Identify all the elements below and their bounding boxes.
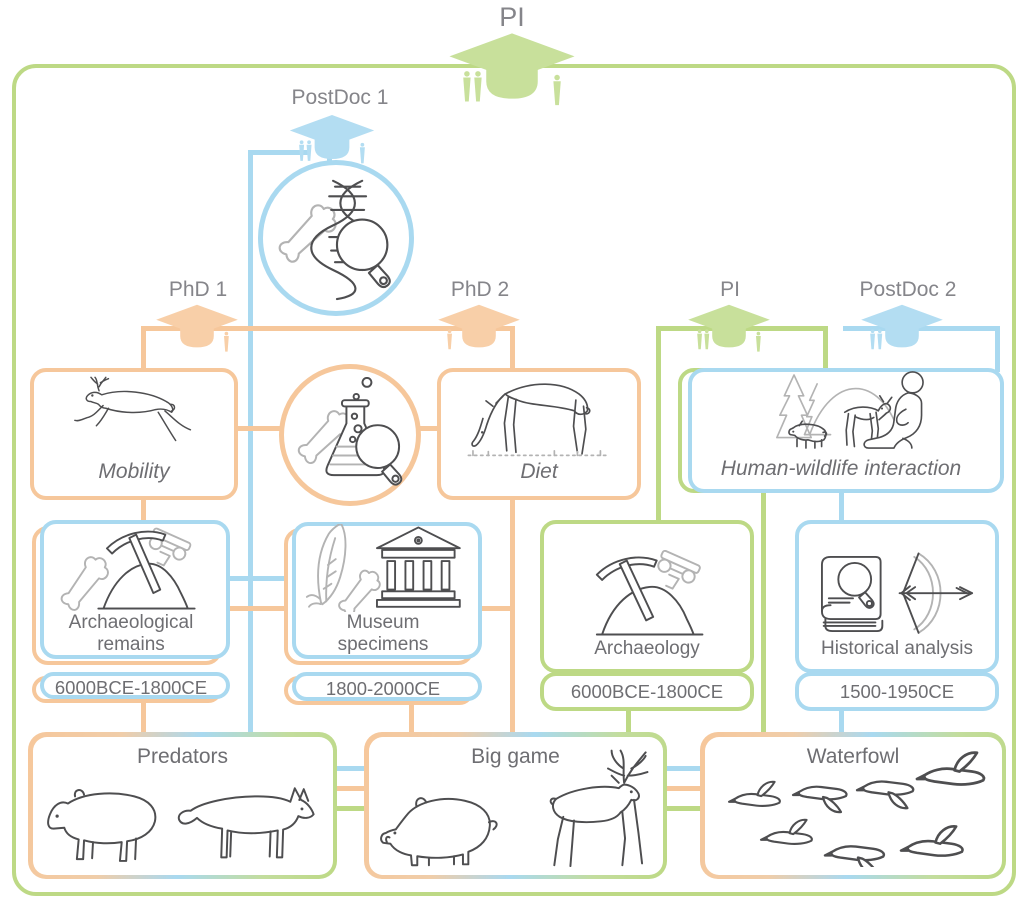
kneeling-person-deer-boar-icon [776, 371, 924, 449]
pickaxe-mound-icon [595, 549, 704, 636]
phd1-label: PhD 1 [168, 278, 228, 301]
historical-analysis-box: Historical analysis [795, 520, 999, 673]
book-magnifier-bow-arrow-icon [820, 552, 974, 634]
connector-hw-historical [839, 490, 844, 524]
postdoc2-label: PostDoc 2 [859, 278, 957, 301]
connector-postdoc1-vertical [248, 150, 253, 734]
archaeological-remains-period: 6000BCE-1800CE [54, 676, 208, 698]
archaeological-remains-period-box: 6000BCE-1800CE [32, 672, 230, 703]
phd1-graduation-cap-icon [156, 304, 238, 352]
connector-biggame-waterfowl-orange [654, 786, 704, 791]
pi-right-graduation-cap-icon [688, 304, 770, 352]
pi-top-label: PI [499, 2, 525, 32]
bone-dna-magnifier-icon [278, 179, 391, 301]
historical-analysis-period: 1500-1950CE [839, 680, 955, 702]
postdoc1-label: PostDoc 1 [291, 86, 389, 109]
connector-phd-horizontal [141, 326, 515, 331]
connector-postdoc2-horizontal [843, 326, 1000, 331]
predators-label: Predators [136, 744, 229, 768]
diet-label: Diet [520, 460, 558, 483]
connector-phd2-diet [510, 326, 515, 372]
predators-box: Predators [28, 732, 337, 879]
connector-biggame-waterfowl-green [654, 806, 704, 811]
historical-analysis-label: Historical analysis [820, 637, 974, 659]
connector-biggame-waterfowl-blue [654, 766, 704, 771]
archaeological-remains-label: Archaeological remains [68, 612, 194, 655]
connector-pi-archaeology [656, 326, 661, 522]
connector-postdoc1-horizontal [248, 150, 310, 155]
museum-specimens-label: Museum specimens [337, 612, 429, 655]
connector-archaeology-biggame [626, 700, 631, 736]
archaeology-period-box: 6000BCE-1800CE [540, 672, 754, 711]
connector-pi-hw [823, 326, 828, 372]
waterfowl-label: Waterfowl [806, 744, 900, 768]
diet-box: Diet [437, 368, 641, 500]
connector-remains-museum-blue [228, 576, 286, 581]
connector-phd1-mobility [141, 326, 146, 372]
connector-postdoc2-right-drop [995, 326, 1000, 372]
connector-mobility-method [226, 426, 284, 431]
postdoc1-method-circle [258, 160, 414, 316]
pi-top-graduation-cap-icon [449, 33, 575, 106]
connector-mobility-remains [141, 488, 146, 524]
bear-and-wolf-icon [46, 786, 315, 862]
feather-bone-museum-icon [305, 524, 461, 613]
bone-pickaxe-mound-icon [60, 528, 196, 612]
leaping-deer-icon [74, 376, 192, 442]
phd-method-circle [279, 364, 421, 506]
museum-specimens-period-box: 1800-2000CE [284, 672, 482, 705]
archaeology-box: Archaeology [540, 520, 754, 673]
grazing-deer-icon [467, 383, 611, 457]
flying-geese-flock-icon [727, 750, 985, 867]
waterfowl-box: Waterfowl [700, 732, 1006, 879]
connector-predators-biggame-orange [324, 786, 364, 791]
boar-and-red-deer-icon [379, 749, 648, 867]
historical-analysis-period-box: 1500-1950CE [795, 672, 999, 711]
phd2-graduation-cap-icon [438, 304, 520, 350]
museum-specimens-box: Museum specimens [284, 522, 482, 665]
connector-method-diet [406, 426, 439, 431]
postdoc1-graduation-cap-icon [289, 114, 375, 164]
connector-museum-diet-branch [480, 606, 513, 611]
human-wildlife-label: Human-wildlife interaction [720, 457, 962, 480]
connector-historical-waterfowl [839, 700, 844, 734]
mobility-label: Mobility [98, 460, 170, 483]
archaeological-remains-box: Archaeological remains [32, 520, 230, 665]
pi-right-label: PI [720, 278, 740, 301]
archaeology-period: 6000BCE-1800CE [570, 680, 724, 702]
museum-specimens-period: 1800-2000CE [325, 677, 441, 699]
connector-predators-biggame-blue [324, 766, 364, 771]
connector-remains-predators [141, 700, 146, 736]
connector-remains-museum-orange [228, 606, 286, 611]
connector-museum-biggame [409, 702, 414, 734]
big-game-box: Big game [364, 732, 667, 879]
connector-hw-waterfowl [761, 488, 766, 736]
archaeology-label: Archaeology [594, 637, 700, 659]
big-game-label: Big game [471, 744, 560, 768]
mobility-box: Mobility [30, 368, 238, 500]
connector-diet-biggame [510, 488, 515, 736]
bone-flask-magnifier-icon [297, 377, 403, 486]
connector-predators-biggame-green [324, 806, 364, 811]
postdoc2-graduation-cap-icon [861, 304, 943, 350]
human-wildlife-box: Human-wildlife interaction [678, 368, 1004, 493]
phd2-label: PhD 2 [450, 278, 510, 301]
